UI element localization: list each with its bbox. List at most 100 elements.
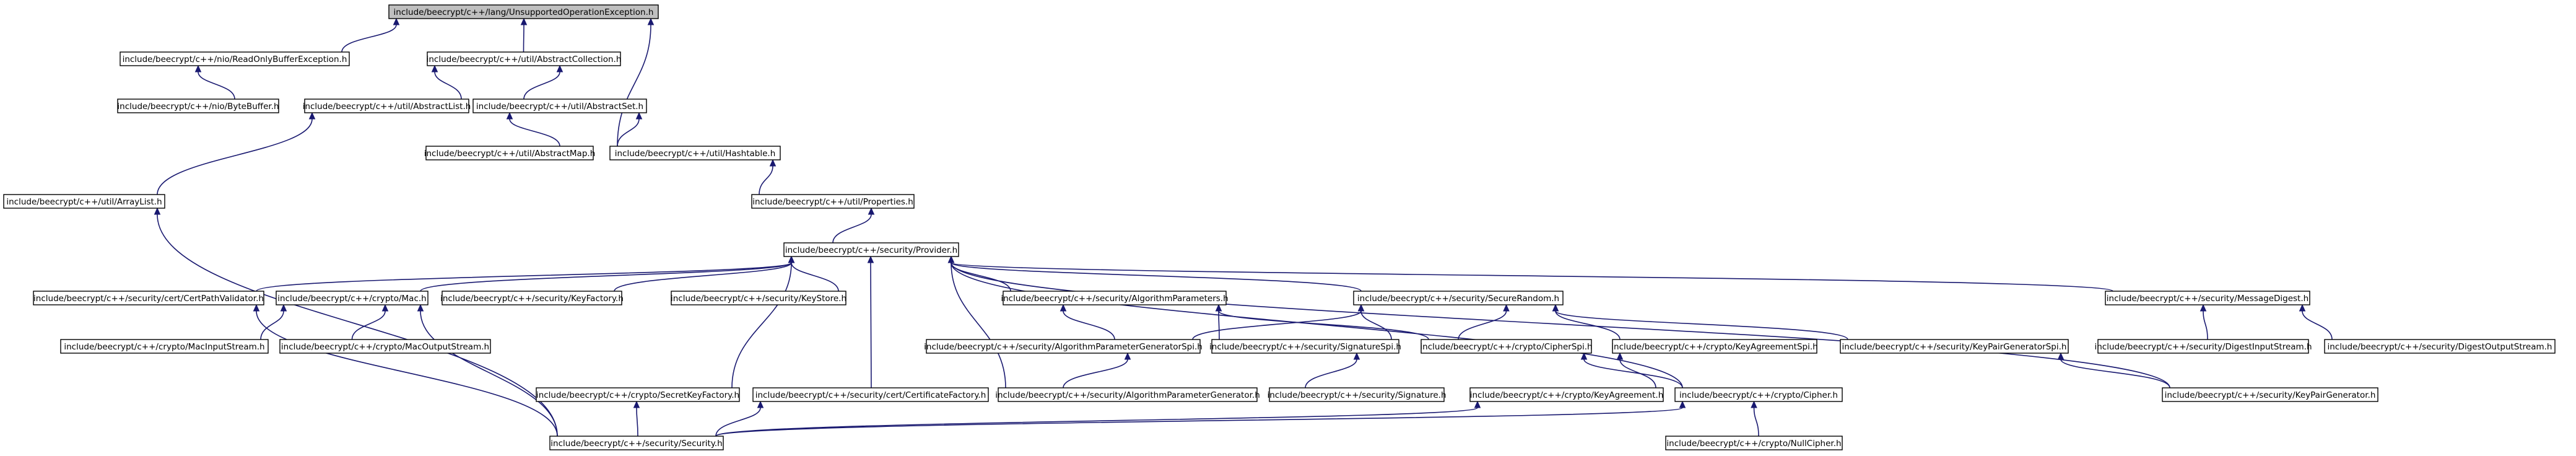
node-algparamgenspi[interactable]: include/beecrypt/c++/security/AlgorithmP… (924, 339, 1203, 354)
node-box (536, 387, 740, 402)
node-label: include/beecrypt/c++/security/DigestInpu… (2094, 342, 2312, 352)
edge-provider-to-secretkeyfactory (731, 255, 795, 388)
edge-cipher-to-nullcipher (1751, 400, 1759, 437)
node-keyagree[interactable]: include/beecrypt/c++/crypto/KeyAgreement… (1469, 387, 1664, 402)
edge-hashtable-to-properties (759, 159, 777, 195)
edge-abscoll-to-absset (523, 64, 564, 100)
node-algparamgen[interactable]: include/beecrypt/c++/security/AlgorithmP… (995, 387, 1260, 402)
node-readonly[interactable]: include/beecrypt/c++/nio/ReadOnlyBufferE… (120, 51, 350, 66)
node-certpathval[interactable]: include/beecrypt/c++/security/cert/CertP… (33, 291, 264, 305)
node-label: include/beecrypt/c++/util/AbstractList.h (303, 102, 471, 112)
edge-absset-to-hashtable (617, 112, 643, 147)
node-box (2162, 387, 2378, 402)
nodes-layer: include/beecrypt/c++/lang/UnsupportedOpe… (3, 4, 2556, 450)
edge-mac-to-security (417, 304, 558, 437)
node-keypairgen[interactable]: include/beecrypt/c++/security/KeyPairGen… (2162, 387, 2378, 402)
node-securerandom[interactable]: include/beecrypt/c++/security/SecureRand… (1353, 291, 1564, 305)
node-signature[interactable]: include/beecrypt/c++/security/Signature.… (1267, 387, 1447, 402)
edge-readonly-to-bytebuffer (194, 64, 235, 100)
node-certfactory[interactable]: include/beecrypt/c++/security/cert/Certi… (752, 387, 989, 402)
node-box (442, 291, 622, 305)
node-label: include/beecrypt/c++/security/DigestOutp… (2328, 342, 2552, 352)
edge-unsupported-to-abscoll (520, 17, 528, 53)
node-label: include/beecrypt/c++/security/AlgorithmP… (924, 342, 1203, 352)
node-box (1269, 387, 1445, 402)
node-box (783, 242, 959, 257)
edge-securerandom-to-keyagreespi (1552, 304, 1621, 340)
edge-algparams-to-cipherspi (1215, 304, 1429, 340)
edge-abscoll-to-abslist (431, 64, 462, 100)
edge-sigspi-to-signature (1305, 352, 1360, 388)
node-keypairgenspi[interactable]: include/beecrypt/c++/security/KeyPairGen… (1840, 339, 2069, 354)
node-box (1612, 339, 1817, 354)
node-abscoll[interactable]: include/beecrypt/c++/util/AbstractCollec… (427, 51, 622, 66)
node-box (2324, 339, 2556, 354)
node-label: include/beecrypt/c++/security/cert/CertP… (33, 294, 264, 304)
node-absset[interactable]: include/beecrypt/c++/util/AbstractSet.h (472, 99, 647, 113)
node-provider[interactable]: include/beecrypt/c++/security/Provider.h (783, 242, 959, 257)
edge-provider-to-keystore (788, 255, 839, 292)
edge-abslist-to-arraylist (157, 112, 316, 195)
node-box (752, 387, 989, 402)
node-security[interactable]: include/beecrypt/c++/security/Security.h (549, 436, 724, 450)
node-unsupported: include/beecrypt/c++/lang/UnsupportedOpe… (388, 4, 659, 19)
edge-unsupported-to-hashtable (617, 17, 655, 147)
edge-cipherspi-to-cipher (1580, 352, 1683, 388)
node-label: include/beecrypt/c++/crypto/SecretKeyFac… (536, 390, 739, 400)
node-hashtable[interactable]: include/beecrypt/c++/util/Hashtable.h (609, 146, 781, 160)
node-digoutput[interactable]: include/beecrypt/c++/security/DigestOutp… (2324, 339, 2556, 354)
edge-algparamgenspi-to-algparamgen (1063, 352, 1131, 388)
node-label: include/beecrypt/c++/util/AbstractSet.h (476, 102, 643, 112)
node-bytebuffer[interactable]: include/beecrypt/c++/nio/ByteBuffer.h (117, 99, 279, 113)
node-box (472, 99, 647, 113)
node-label: include/beecrypt/c++/security/Security.h (550, 439, 722, 449)
node-box (1421, 339, 1592, 354)
node-cipher[interactable]: include/beecrypt/c++/crypto/Cipher.h (1674, 387, 1843, 402)
edge-msgdigest-to-digoutput (2299, 304, 2333, 340)
node-box (1674, 387, 1843, 402)
node-box (304, 99, 469, 113)
node-label: include/beecrypt/c++/crypto/NullCipher.h (1666, 439, 1841, 449)
node-label: include/beecrypt/c++/security/KeyPairGen… (2165, 390, 2376, 400)
edge-securerandom-to-keypairgenspi (1552, 304, 1848, 340)
node-label: include/beecrypt/c++/util/Hashtable.h (615, 149, 776, 159)
edge-certfactory-to-security (715, 400, 764, 437)
node-mac[interactable]: include/beecrypt/c++/crypto/Mac.h (276, 291, 429, 305)
edge-keyagree-to-security (715, 400, 1481, 437)
node-msgdigest[interactable]: include/beecrypt/c++/security/MessageDig… (2105, 291, 2310, 305)
node-box (120, 51, 350, 66)
node-label: include/beecrypt/c++/util/ArrayList.h (6, 197, 162, 207)
edge-securerandom-to-sigspi (1357, 304, 1392, 340)
edge-msgdigest-to-diginput (2200, 304, 2208, 340)
node-secretkeyfactory[interactable]: include/beecrypt/c++/crypto/SecretKeyFac… (536, 387, 740, 402)
node-algparams[interactable]: include/beecrypt/c++/security/AlgorithmP… (1001, 291, 1229, 305)
edge-algparams-to-algparamgenspi (1060, 304, 1115, 340)
node-label: include/beecrypt/c++/security/cert/Certi… (755, 390, 986, 400)
node-box (926, 339, 1201, 354)
node-macoutput[interactable]: include/beecrypt/c++/crypto/MacOutputStr… (279, 339, 491, 354)
node-box (60, 339, 269, 354)
node-label: include/beecrypt/c++/security/KeyFactory… (440, 294, 624, 304)
node-keyagreespi[interactable]: include/beecrypt/c++/crypto/KeyAgreement… (1611, 339, 1818, 354)
node-macinput[interactable]: include/beecrypt/c++/crypto/MacInputStre… (60, 339, 269, 354)
node-keyfactory[interactable]: include/beecrypt/c++/security/KeyFactory… (440, 291, 624, 305)
node-label: include/beecrypt/c++/security/MessageDig… (2107, 294, 2308, 304)
node-keystore[interactable]: include/beecrypt/c++/security/KeyStore.h (671, 291, 846, 305)
node-cipherspi[interactable]: include/beecrypt/c++/crypto/CipherSpi.h (1420, 339, 1593, 354)
node-label: include/beecrypt/c++/nio/ByteBuffer.h (117, 102, 279, 112)
edge-provider-to-keypairgen (947, 255, 2170, 388)
node-label: include/beecrypt/c++/security/Signature.… (1267, 390, 1446, 400)
edge-mac-to-macinput (260, 304, 287, 340)
node-sigspi[interactable]: include/beecrypt/c++/security/SignatureS… (1209, 339, 1401, 354)
node-absmap[interactable]: include/beecrypt/c++/util/AbstractMap.h (424, 146, 596, 160)
node-box (998, 387, 1258, 402)
node-diginput[interactable]: include/beecrypt/c++/security/DigestInpu… (2094, 339, 2312, 354)
node-nullcipher[interactable]: include/beecrypt/c++/crypto/NullCipher.h (1665, 436, 1843, 450)
node-label: include/beecrypt/c++/security/KeyPairGen… (1842, 342, 2067, 352)
node-label: include/beecrypt/c++/util/AbstractCollec… (427, 55, 622, 64)
node-abslist[interactable]: include/beecrypt/c++/util/AbstractList.h (303, 99, 471, 113)
node-properties[interactable]: include/beecrypt/c++/util/Properties.h (751, 194, 915, 209)
node-arraylist[interactable]: include/beecrypt/c++/util/ArrayList.h (3, 194, 165, 209)
edges-layer (154, 17, 2333, 437)
